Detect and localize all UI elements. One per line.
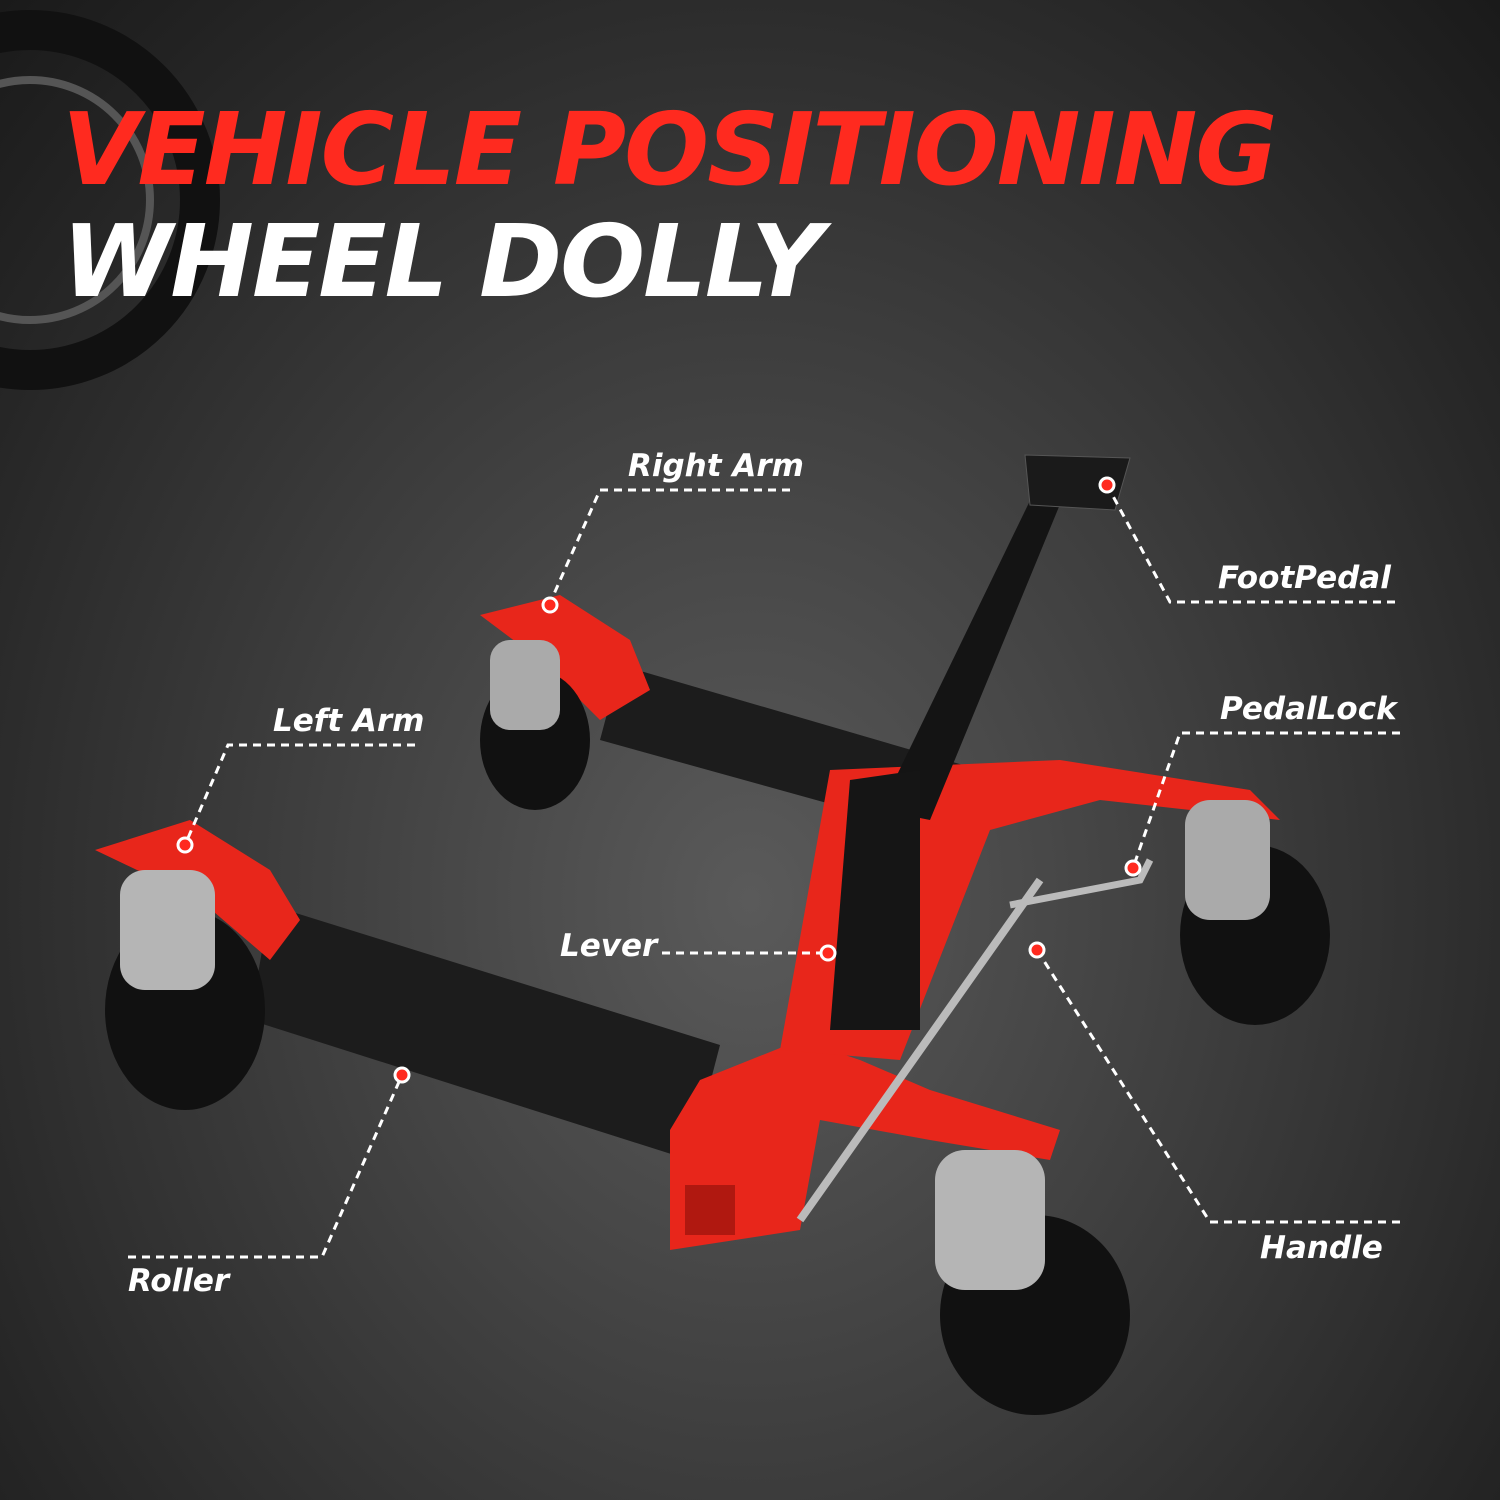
label-left-arm: Left Arm	[273, 703, 425, 739]
roller-dot	[393, 1066, 411, 1084]
right-arm-dot	[541, 596, 559, 614]
label-handle: Handle	[1260, 1230, 1383, 1266]
label-roller: Roller	[128, 1263, 230, 1299]
label-foot-pedal: FootPedal	[1218, 560, 1391, 596]
caster-bracket	[120, 870, 215, 990]
pedal-lock-dot	[1124, 859, 1142, 877]
lever-dot	[819, 944, 837, 962]
left-arm-roller	[250, 905, 720, 1160]
foot-pedal	[1024, 454, 1131, 511]
headline-line1: VEHICLE POSITIONING	[62, 91, 1277, 208]
pedal-handle-bar	[880, 480, 1070, 820]
handle-dot	[1028, 941, 1046, 959]
caster-bracket	[1185, 800, 1270, 920]
label-pedal-lock: PedalLock	[1220, 691, 1397, 727]
lever	[830, 770, 920, 1030]
right-arm	[480, 595, 650, 720]
main-frame	[670, 1040, 1060, 1250]
handle-rod	[796, 877, 1044, 1223]
label-right-arm: Right Arm	[628, 448, 804, 484]
left-arm-dot	[176, 836, 194, 854]
caster-bracket	[490, 640, 560, 730]
callout-lines	[128, 484, 1400, 1259]
square-tube	[685, 1185, 735, 1235]
pedal-lock-rod	[1009, 858, 1154, 909]
car-tire	[0, 10, 220, 390]
foot-pedal-dot	[1098, 476, 1116, 494]
label-lever: Lever	[560, 928, 658, 964]
car-rim	[0, 76, 154, 324]
headline-line2: WHEEL DOLLY	[62, 203, 823, 320]
caster-bracket	[935, 1150, 1045, 1290]
